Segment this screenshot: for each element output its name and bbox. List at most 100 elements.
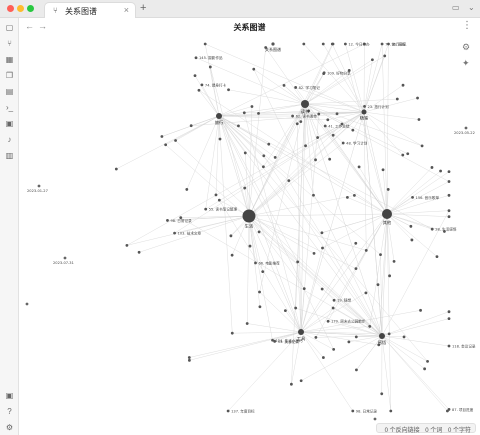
- graph-node[interactable]: [185, 188, 189, 191]
- graph-node[interactable]: [402, 335, 406, 339]
- graph-node[interactable]: [326, 118, 330, 122]
- graph-node[interactable]: [283, 309, 287, 313]
- copy-icon[interactable]: ❐: [5, 71, 14, 80]
- graph-node[interactable]: [447, 317, 451, 321]
- graph-node[interactable]: [254, 261, 257, 265]
- graph-node[interactable]: [389, 409, 393, 413]
- graph-node[interactable]: [226, 409, 230, 413]
- vault-icon[interactable]: ▣: [5, 391, 14, 400]
- more-options-icon[interactable]: ⋮: [462, 20, 472, 31]
- close-window-button[interactable]: [7, 5, 14, 12]
- graph-node[interactable]: [237, 124, 240, 128]
- graph-node[interactable]: [179, 216, 183, 220]
- graph-hub-node[interactable]: [382, 209, 392, 219]
- graph-hub-node[interactable]: [301, 100, 309, 108]
- graph-node[interactable]: [363, 42, 366, 46]
- graph-node[interactable]: [250, 105, 254, 108]
- graph-node[interactable]: [296, 260, 300, 264]
- graph-node[interactable]: [218, 137, 222, 141]
- graph-node[interactable]: [353, 194, 356, 197]
- graph-node[interactable]: [331, 133, 335, 137]
- new-tab-button[interactable]: +: [140, 2, 147, 14]
- graph-node[interactable]: [326, 319, 330, 323]
- graph-node[interactable]: [291, 114, 294, 118]
- graph-node[interactable]: [401, 83, 405, 87]
- graph-node[interactable]: [257, 230, 261, 234]
- graph-node[interactable]: [258, 305, 262, 309]
- graph-node[interactable]: [302, 287, 306, 291]
- graph-node[interactable]: [341, 141, 345, 145]
- graph-node[interactable]: [416, 96, 419, 100]
- calendar-icon[interactable]: ▦: [5, 55, 14, 64]
- graph-node[interactable]: [320, 231, 324, 235]
- graph-node[interactable]: [388, 274, 392, 278]
- minimize-window-button[interactable]: [17, 5, 24, 12]
- graph-node[interactable]: [392, 260, 396, 263]
- graph-node[interactable]: [243, 151, 247, 155]
- graph-node[interactable]: [340, 122, 344, 126]
- graph-node[interactable]: [271, 42, 275, 46]
- graph-node[interactable]: [364, 248, 368, 252]
- graph-node[interactable]: [314, 335, 318, 339]
- graph-node[interactable]: [294, 306, 298, 310]
- graph-hub-node[interactable]: [242, 209, 256, 223]
- graph-node[interactable]: [271, 338, 274, 342]
- graph-node[interactable]: [447, 209, 451, 213]
- graph-node[interactable]: [419, 308, 422, 312]
- graph-node[interactable]: [332, 347, 336, 351]
- back-arrow-icon[interactable]: ←: [25, 21, 34, 31]
- graph-node[interactable]: [125, 243, 129, 247]
- graph-node[interactable]: [345, 195, 349, 199]
- graph-node[interactable]: [343, 42, 347, 46]
- graph-node[interactable]: [331, 306, 335, 310]
- graph-node[interactable]: [312, 193, 315, 197]
- graph-node[interactable]: [355, 368, 358, 372]
- layout-icon[interactable]: ▥: [5, 151, 14, 160]
- tab-graph-view[interactable]: ⑂ 关系图谱 ×: [44, 2, 136, 18]
- graph-node[interactable]: [273, 155, 277, 159]
- graph-node[interactable]: [189, 124, 193, 128]
- graph-node[interactable]: [447, 310, 451, 314]
- graph-hub-node[interactable]: [298, 329, 304, 335]
- graph-node[interactable]: [261, 270, 265, 274]
- graph-hub-node[interactable]: [216, 113, 222, 119]
- graph-node[interactable]: [447, 170, 451, 174]
- help-icon[interactable]: ?: [7, 407, 12, 416]
- graph-node[interactable]: [411, 195, 414, 199]
- sidebar-toggle-icon[interactable]: ▭: [452, 3, 460, 12]
- graph-node[interactable]: [174, 139, 177, 142]
- graph-node[interactable]: [423, 367, 427, 371]
- graph-node[interactable]: [363, 104, 366, 108]
- graph-node[interactable]: [370, 58, 374, 62]
- graph-node[interactable]: [204, 207, 208, 211]
- graph-node[interactable]: [351, 409, 355, 413]
- graph-node[interactable]: [262, 154, 266, 158]
- graph-node[interactable]: [262, 165, 265, 169]
- graph-node[interactable]: [187, 358, 191, 362]
- graph-node[interactable]: [160, 135, 164, 138]
- graph-node[interactable]: [332, 298, 336, 302]
- graph-node[interactable]: [330, 42, 334, 46]
- close-tab-icon[interactable]: ×: [123, 5, 129, 15]
- graph-node[interactable]: [242, 111, 246, 115]
- graph-node[interactable]: [420, 144, 424, 148]
- maximize-window-button[interactable]: [27, 5, 34, 12]
- graph-node[interactable]: [243, 186, 247, 190]
- graph-node[interactable]: [376, 283, 380, 287]
- file-icon[interactable]: ▢: [5, 23, 14, 32]
- graph-node[interactable]: [273, 339, 277, 343]
- graph-node[interactable]: [380, 42, 384, 46]
- graph-node[interactable]: [464, 126, 468, 130]
- graph-node[interactable]: [267, 142, 271, 146]
- graph-node[interactable]: [426, 359, 429, 363]
- graph-node[interactable]: [447, 180, 451, 183]
- bookmark-icon[interactable]: ▤: [5, 87, 14, 96]
- graph-node[interactable]: [193, 74, 197, 78]
- graph-node[interactable]: [373, 417, 377, 421]
- graph-node[interactable]: [446, 409, 449, 413]
- graph-node[interactable]: [364, 291, 368, 295]
- graph-node[interactable]: [245, 322, 249, 325]
- graph-node[interactable]: [351, 128, 355, 132]
